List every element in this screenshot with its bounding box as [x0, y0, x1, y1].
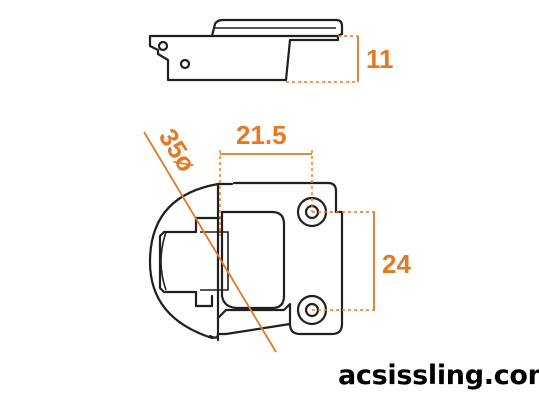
cup-inner-arc — [160, 231, 167, 291]
plate-step — [216, 302, 292, 326]
dimension-height-front: 24 — [312, 211, 411, 311]
hinge-side-view — [148, 18, 344, 82]
side-hole-lower — [179, 58, 191, 70]
diameter-line — [143, 131, 277, 353]
brand-watermark: acsissling.com — [338, 360, 539, 391]
dimension-height-side: 11 — [286, 35, 394, 83]
hinge-front-view — [148, 181, 344, 342]
hinge-cup — [148, 182, 234, 340]
side-hole-upper — [157, 40, 169, 52]
arm-tongue-inner — [200, 231, 229, 291]
dimension-label-11: 11 — [366, 44, 394, 74]
dimension-label-35: 35ø — [153, 123, 202, 177]
arm-plate — [220, 210, 286, 310]
side-base-plate — [148, 34, 340, 82]
arm-tongue — [158, 216, 224, 308]
mounting-plate — [208, 181, 344, 339]
dimension-width-top: 21.5 — [219, 120, 313, 236]
dimension-label-24: 24 — [382, 249, 411, 279]
side-arm — [210, 18, 344, 38]
dimension-label-21-5: 21.5 — [236, 120, 287, 150]
